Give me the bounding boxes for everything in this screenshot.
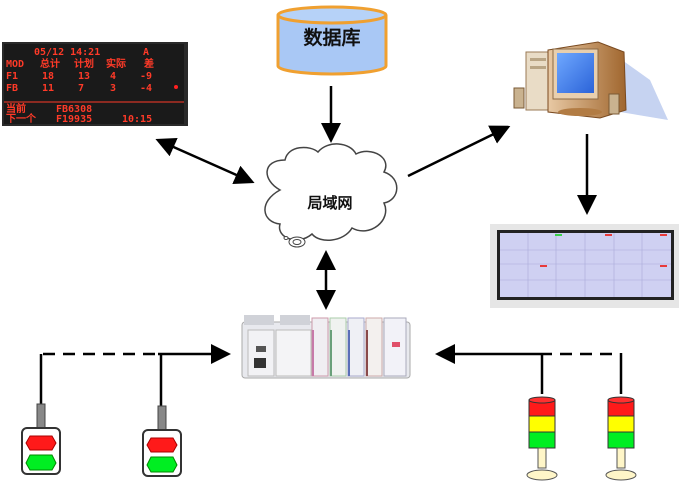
arrow-led-lan: [155, 137, 255, 185]
tower-wiring: [435, 344, 623, 394]
svg-text:13: 13: [78, 71, 90, 82]
tower-light-1: [526, 396, 558, 481]
lan-cloud: 局域网: [264, 143, 398, 248]
svg-text:11: 11: [42, 83, 54, 94]
led-row: F1 18 13 4 -9: [6, 71, 152, 82]
led-current-value: FB6308: [56, 104, 92, 115]
led-col: 总计: [40, 57, 60, 70]
andon-button-2: [142, 405, 182, 477]
led-header-shift: A: [143, 47, 149, 58]
computer-icon: [513, 41, 668, 120]
led-current-label: 当前: [6, 102, 26, 115]
plc-node: [241, 315, 411, 379]
svg-text:F1: F1: [6, 71, 18, 82]
led-next-time: 10:15: [122, 114, 152, 125]
svg-text:18: 18: [42, 71, 54, 82]
svg-text:7: 7: [78, 83, 84, 94]
database-node: 数据库: [276, 5, 388, 76]
andon-wiring: [39, 344, 231, 407]
led-board-node: 05/12 14:21 A MOD 总计 计划 实际 差 F1 18 13 4 …: [2, 42, 188, 126]
svg-text:FB: FB: [6, 83, 18, 94]
andon-button-1: [21, 403, 61, 475]
svg-text:-9: -9: [140, 71, 152, 82]
monitor-display-node: [490, 224, 679, 308]
led-row: FB 11 7 3 -4: [6, 83, 152, 94]
led-next-label: 下一个: [6, 112, 37, 125]
lan-label: 局域网: [306, 194, 352, 212]
led-col: MOD: [6, 59, 24, 70]
svg-text:4: 4: [110, 71, 116, 82]
tower-light-2: [605, 396, 637, 481]
led-col: 差: [144, 57, 154, 70]
arrow-lan-to-computer: [407, 125, 511, 178]
svg-text:3: 3: [110, 83, 116, 94]
database-label: 数据库: [303, 26, 360, 49]
led-header-time: 05/12 14:21: [34, 47, 100, 58]
led-col: 实际: [106, 57, 126, 70]
led-next-value: F19935: [56, 114, 92, 125]
led-col: 计划: [74, 57, 94, 70]
svg-text:-4: -4: [140, 83, 152, 94]
